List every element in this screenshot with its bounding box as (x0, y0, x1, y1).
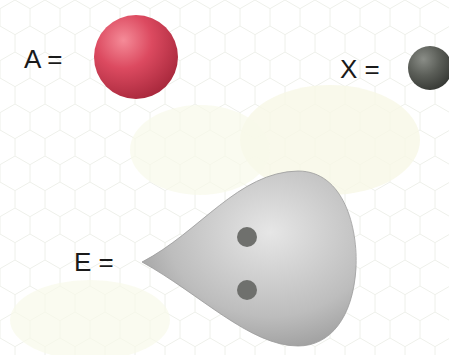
electron-dot (237, 227, 257, 247)
background-blob (10, 280, 170, 355)
key-label: X = (340, 54, 380, 84)
key-label: A = (24, 44, 62, 74)
background-blob (130, 105, 270, 195)
central-atom-sphere (94, 15, 178, 99)
ligand-atom-sphere (408, 46, 449, 90)
key-label: E = (74, 247, 114, 277)
lone-pair-lobe (142, 171, 356, 346)
electron-dot (237, 280, 257, 300)
